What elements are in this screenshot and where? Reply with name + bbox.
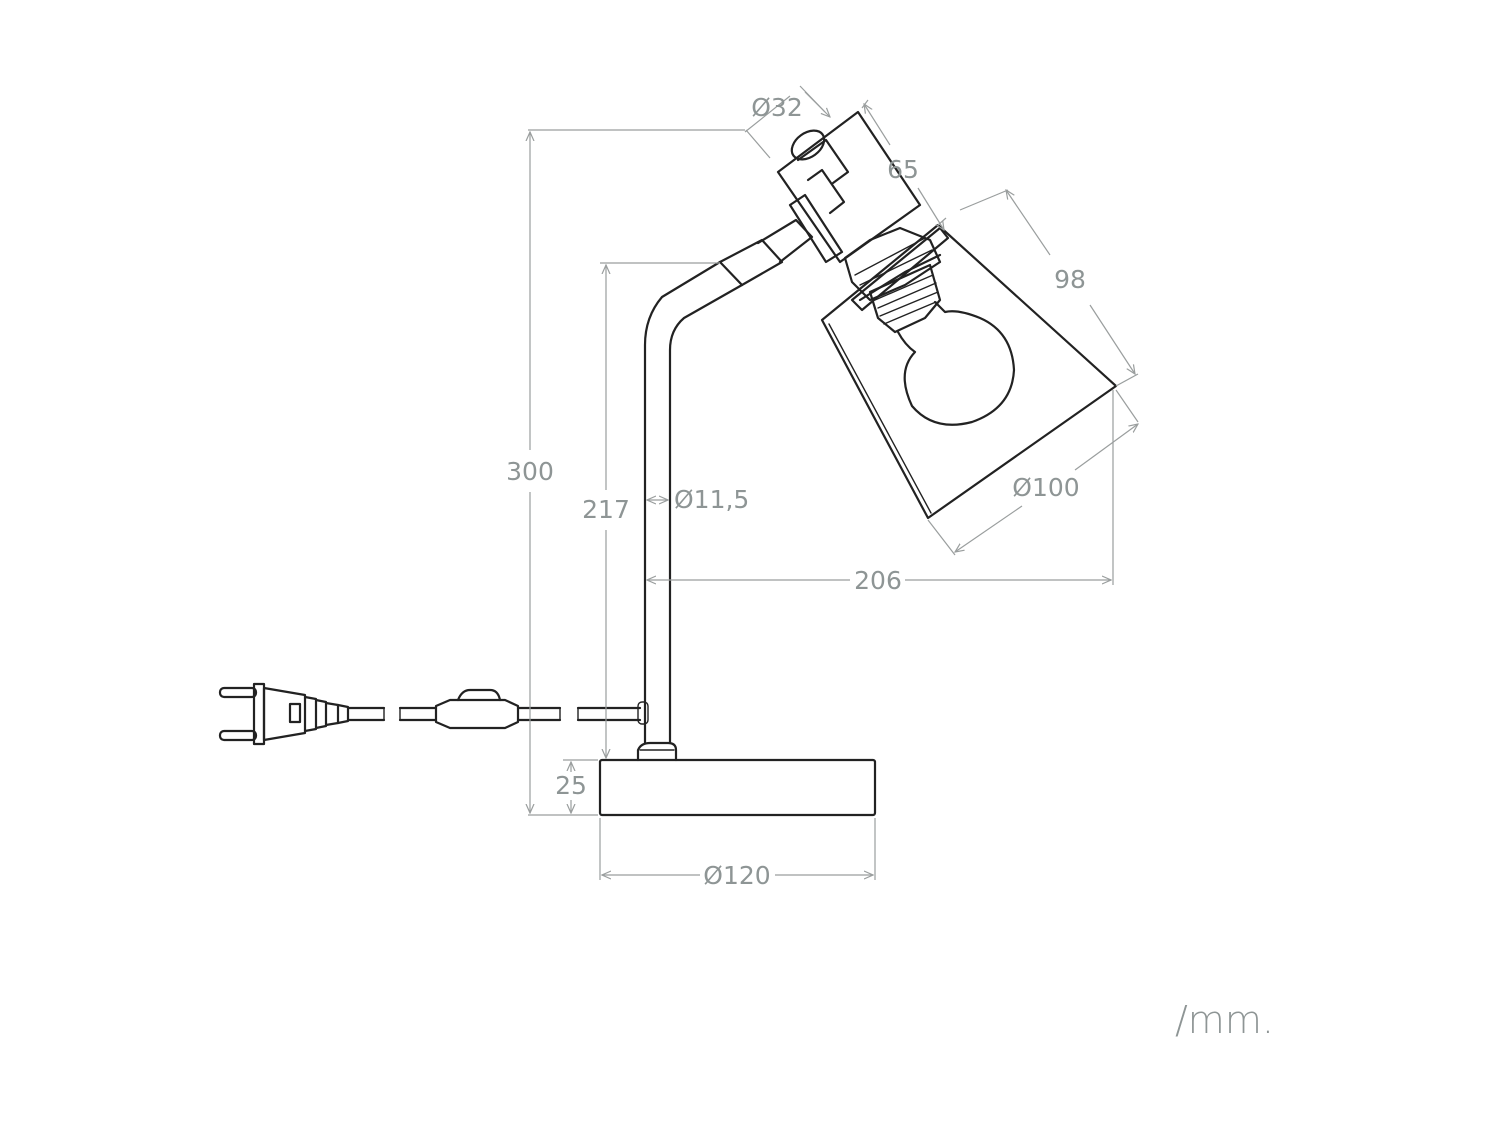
dim-base-height: 25 xyxy=(555,771,587,800)
dim-tube-diameter: Ø11,5 xyxy=(674,485,749,514)
unit-label: /mm. xyxy=(1175,998,1274,1042)
lamp-arm xyxy=(637,218,814,745)
dimension-labels: 300 217 25 Ø120 Ø11,5 206 Ø32 65 98 Ø100 xyxy=(506,93,1086,890)
cord-switch xyxy=(434,688,520,730)
dim-reach: 206 xyxy=(854,566,902,595)
dim-base-diameter: Ø120 xyxy=(703,861,770,890)
lamp-socket xyxy=(776,110,950,334)
power-plug xyxy=(218,682,350,746)
dim-socket-diameter: Ø32 xyxy=(751,93,803,122)
dim-arm-height: 217 xyxy=(582,495,630,524)
lamp-bulb xyxy=(896,300,1016,426)
dim-socket-length: 65 xyxy=(887,155,919,184)
dim-shade-diameter: Ø100 xyxy=(1012,473,1079,502)
power-cord xyxy=(346,706,642,722)
dim-total-height: 300 xyxy=(506,457,554,486)
lamp-base xyxy=(598,741,877,817)
dim-shade-height: 98 xyxy=(1054,265,1086,294)
dimension-lines xyxy=(528,85,1138,880)
lamp-outline xyxy=(218,110,1118,817)
